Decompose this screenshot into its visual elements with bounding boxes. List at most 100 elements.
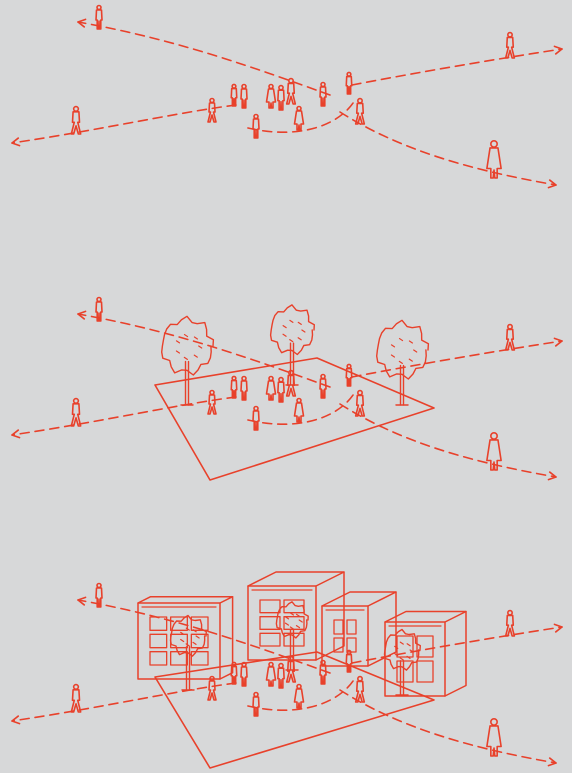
- tree-leaf-mark: [290, 320, 293, 322]
- pedestrian-head: [347, 72, 351, 76]
- pedestrian-head: [269, 663, 273, 667]
- pedestrian-figure: [506, 33, 515, 58]
- tree-leaf-mark: [391, 355, 394, 357]
- arrow-head: [554, 338, 562, 346]
- panel-2-plaza-trees: [12, 298, 562, 481]
- pedestrian-figure: [231, 662, 237, 684]
- tree-leaf-mark: [298, 338, 301, 340]
- pedestrian-body: [71, 690, 80, 712]
- pedestrian-body: [208, 103, 216, 122]
- tree-leaf-mark: [407, 644, 410, 646]
- pedestrian-figure: [278, 378, 284, 402]
- pedestrian-body: [253, 411, 259, 430]
- pedestrian-body: [287, 83, 296, 104]
- arrow-head: [12, 430, 20, 438]
- tree-leaf-mark: [196, 636, 199, 638]
- building-window: [284, 617, 304, 630]
- pedestrian-body: [267, 89, 276, 108]
- building-window: [347, 620, 356, 634]
- panel-1-paths: [12, 6, 562, 188]
- pedestrian-head: [97, 6, 101, 10]
- tree-leaf-mark: [302, 330, 305, 332]
- pedestrian-figure: [295, 685, 304, 709]
- tree-leaf-mark: [199, 346, 202, 348]
- pedestrian-head: [269, 377, 273, 381]
- pedestrian-figure: [356, 99, 365, 124]
- pedestrian-head: [491, 719, 497, 725]
- tree-leaf-mark: [400, 658, 403, 660]
- pedestrian-head: [321, 83, 325, 87]
- pedestrian-figure: [71, 399, 80, 426]
- building-window: [417, 636, 433, 657]
- pedestrian-head: [297, 685, 301, 689]
- pedestrian-figure: [208, 677, 216, 701]
- pedestrian-body: [278, 382, 284, 402]
- pedestrian-body: [253, 119, 259, 138]
- pedestrian-figure: [320, 83, 326, 107]
- building-side: [316, 572, 344, 660]
- pedestrian-head: [508, 325, 512, 329]
- pedestrian-head: [242, 377, 246, 381]
- tree-leaf-mark: [283, 326, 286, 328]
- pedestrian-figure: [356, 677, 365, 702]
- building-top: [138, 597, 233, 603]
- tree-leaf-mark: [193, 642, 196, 644]
- tree-crown: [162, 316, 214, 375]
- panel-3-buildings: [12, 572, 562, 768]
- pedestrian-body: [295, 689, 304, 708]
- tree-leaf-mark: [285, 623, 288, 625]
- pedestrian-figure: [278, 664, 284, 688]
- pedestrian-head: [232, 376, 236, 380]
- tree-crown: [271, 305, 315, 355]
- building-window: [334, 620, 343, 634]
- pedestrian-figure: [487, 141, 501, 178]
- tree-leaf-mark: [409, 341, 412, 343]
- pedestrian-figure: [267, 85, 276, 109]
- arrow-head: [554, 624, 562, 632]
- tree-trunk: [291, 343, 294, 385]
- tree-leaf-mark: [194, 355, 197, 357]
- tree-leaf-mark: [392, 345, 395, 347]
- pedestrian-head: [347, 364, 351, 368]
- pedestrian-figure: [346, 364, 352, 386]
- building-top: [248, 572, 344, 586]
- pedestrian-body: [241, 89, 247, 108]
- route-southeast: [248, 100, 556, 188]
- route-west: [12, 683, 236, 724]
- pedestrian-head: [279, 378, 283, 382]
- pedestrian-figure: [506, 325, 515, 350]
- route-northeast: [352, 624, 562, 663]
- pedestrian-head: [321, 375, 325, 379]
- pedestrian-body: [346, 77, 352, 94]
- pedestrian-figure: [71, 685, 80, 712]
- pedestrian-head: [242, 663, 246, 667]
- pedestrian-head: [358, 391, 362, 395]
- tree-leaf-mark: [181, 639, 184, 641]
- pedestrian-figure: [487, 433, 501, 470]
- pedestrian-head: [321, 661, 325, 665]
- tree-leaf-mark: [194, 337, 197, 339]
- pedestrian-body: [267, 667, 276, 686]
- pedestrian-head: [74, 107, 79, 112]
- pedestrian-head: [97, 298, 101, 302]
- pedestrian-figure: [208, 99, 216, 123]
- pedestrian-body: [253, 697, 259, 716]
- route-west: [12, 397, 236, 438]
- building-window: [260, 600, 280, 613]
- pedestrian-head: [297, 107, 301, 111]
- pedestrian-head: [210, 99, 214, 103]
- pedestrian-head: [232, 84, 236, 88]
- tree-leaf-mark: [290, 340, 293, 342]
- tree-leaf-mark: [400, 642, 403, 644]
- pedestrian-figure: [208, 391, 216, 415]
- pedestrian-head: [269, 85, 273, 89]
- pedestrian-body: [506, 329, 515, 350]
- pedestrian-figure: [346, 650, 352, 672]
- route-northeast: [352, 338, 562, 377]
- pedestrian-body: [320, 87, 326, 106]
- pedestrian-figure: [487, 719, 501, 756]
- pedestrian-body: [71, 112, 80, 134]
- pedestrian-figure: [356, 391, 365, 416]
- pedestrian-body: [295, 111, 304, 130]
